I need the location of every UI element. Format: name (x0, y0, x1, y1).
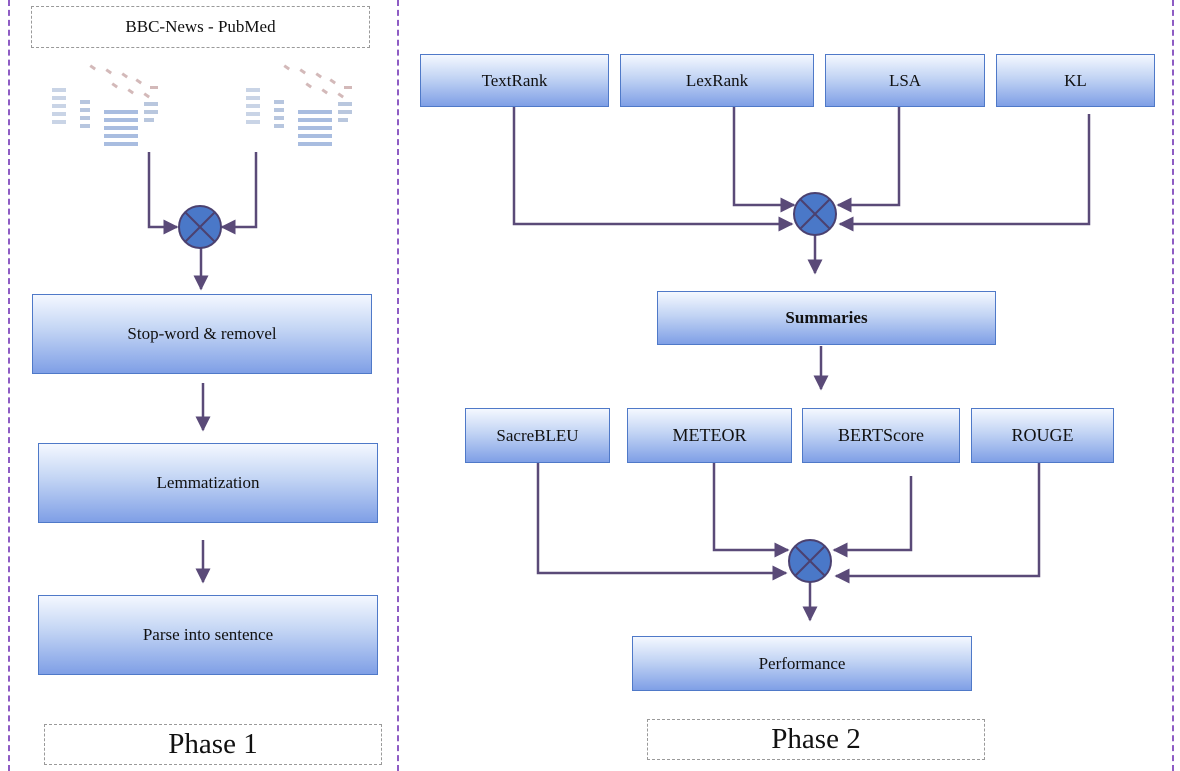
algorithm-label: KL (1064, 70, 1087, 90)
summaries-label: Summaries (785, 308, 868, 327)
lemmatization-box: Lemmatization (38, 443, 378, 523)
metric-label: METEOR (672, 425, 747, 445)
algorithm-label: LSA (888, 70, 922, 90)
performance-box: Performance (632, 636, 972, 691)
arrow-source2-to-combiner (220, 152, 258, 235)
metric-box-bertscore: BERTScore (802, 408, 960, 463)
metric-box-sacrebleu: SacreBLEU (465, 408, 610, 463)
algorithm-label: TextRank (481, 70, 548, 90)
parse-into-sentence-label: Parse into sentence (142, 625, 274, 644)
arrow-rouge-to-combiner (834, 463, 1041, 584)
right-divider (1172, 0, 1174, 771)
arrow-meteor-to-combiner (712, 463, 790, 558)
performance-label: Performance (758, 653, 846, 673)
metric-box-rouge: ROUGE (971, 408, 1114, 463)
phase2-label-box: Phase 2 (647, 719, 985, 760)
arrow-lsa-to-combiner (836, 107, 901, 213)
dataset-label-box: BBC-News - PubMed (31, 6, 370, 48)
metric-label: ROUGE (1011, 425, 1074, 445)
dataset-label: BBC-News - PubMed (125, 17, 276, 36)
algorithm-box-lsa: LSA (825, 54, 985, 107)
arrow-source1-to-combiner (147, 152, 179, 235)
document-stack-icon (52, 64, 158, 146)
metric-label: SacreBLEU (496, 425, 579, 445)
arrow-bertscore-to-combiner (832, 476, 913, 558)
arrow-textrank-to-combiner (512, 107, 794, 232)
parse-into-sentence-box: Parse into sentence (38, 595, 378, 675)
algorithm-box-textrank: TextRank (420, 54, 609, 107)
arrow-sacrebleu-to-combiner (536, 463, 788, 581)
stopword-removal-label: Stop-word & removel (127, 324, 277, 343)
phase2-label: Phase 2 (771, 723, 861, 755)
arrow-kl-to-combiner (838, 114, 1091, 232)
document-stack-icon (246, 64, 352, 146)
lemmatization-label: Lemmatization (156, 473, 260, 492)
algorithm-box-lexrank: LexRank (620, 54, 814, 107)
left-divider (8, 0, 10, 771)
phase1-label-box: Phase 1 (44, 724, 382, 765)
phase1-label: Phase 1 (168, 728, 258, 760)
metric-box-meteor: METEOR (627, 408, 792, 463)
algorithm-label: LexRank (685, 70, 749, 90)
metric-label: BERTScore (838, 425, 924, 445)
combiner-icon (793, 192, 837, 236)
arrow-lexrank-to-combiner (732, 107, 796, 213)
middle-divider (397, 0, 399, 771)
combiner-icon (788, 539, 832, 583)
combiner-icon (178, 205, 222, 249)
summaries-box: Summaries (657, 291, 996, 345)
stopword-removal-box: Stop-word & removel (32, 294, 372, 374)
algorithm-box-kl: KL (996, 54, 1155, 107)
